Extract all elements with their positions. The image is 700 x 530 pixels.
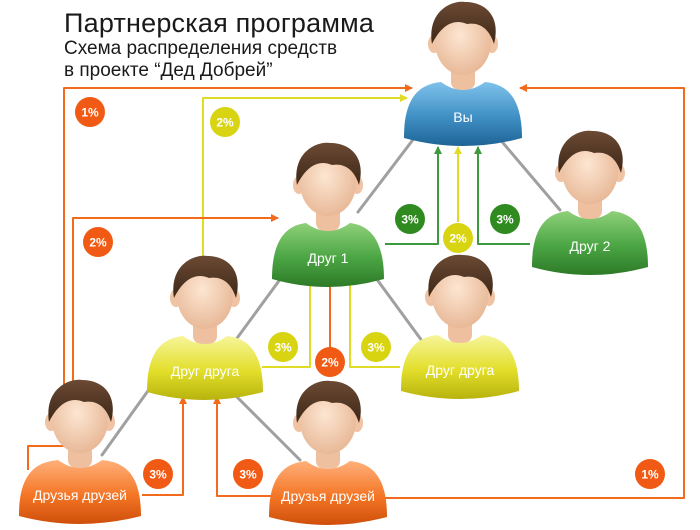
shirt-shape bbox=[147, 336, 263, 400]
badge-percent-label: 2% bbox=[89, 236, 107, 250]
percentage-badges: 1% 2% 2% 3% 2% 3% 3% 2% 3% 3% 3% 1% bbox=[75, 97, 665, 489]
badge-b-yellow-top: 2% bbox=[210, 107, 240, 137]
badge-percent-label: 3% bbox=[149, 468, 167, 482]
badge-circle bbox=[443, 223, 473, 253]
badge-b-orange-l2-center: 2% bbox=[315, 347, 345, 377]
face-shape bbox=[52, 387, 108, 453]
badge-circle bbox=[490, 204, 520, 234]
page-title: Партнерская программа bbox=[64, 8, 375, 38]
shirt-shape bbox=[19, 460, 141, 524]
arrow-ff-mid-to-you bbox=[385, 84, 685, 499]
badge-percent-label: 3% bbox=[367, 341, 385, 355]
person-friend1: Друг 1 bbox=[272, 142, 384, 287]
badge-circle bbox=[395, 204, 425, 234]
badge-circle bbox=[75, 97, 105, 127]
badge-percent-label: 2% bbox=[216, 116, 234, 130]
badge-percent-label: 2% bbox=[449, 232, 467, 246]
shirt-shape bbox=[532, 211, 648, 275]
badge-b-yellow-l2-right: 3% bbox=[361, 332, 391, 362]
badge-percent-label: 3% bbox=[274, 341, 292, 355]
badge-percent-label: 1% bbox=[641, 468, 659, 482]
header: Партнерская программа Схема распределени… bbox=[64, 8, 374, 82]
badge-b-orange-bottom-mid: 3% bbox=[233, 459, 263, 489]
connector-you-friend2 bbox=[496, 135, 562, 212]
shirt-shape bbox=[401, 335, 519, 399]
badge-percent-label: 1% bbox=[81, 106, 99, 120]
badge-circle bbox=[635, 459, 665, 489]
connector-fof-left-ff-left bbox=[100, 386, 152, 457]
badge-b-orange-bottom-left: 3% bbox=[143, 459, 173, 489]
badge-percent-label: 3% bbox=[239, 468, 257, 482]
badge-b-yellow-l2-left: 3% bbox=[268, 332, 298, 362]
hair-shape bbox=[558, 130, 623, 173]
hair-shape bbox=[173, 255, 238, 298]
badge-b-outer-right-bottom: 1% bbox=[635, 459, 665, 489]
badge-circle bbox=[361, 332, 391, 362]
badge-percent-label: 3% bbox=[496, 213, 514, 227]
badge-b-yellow-center: 2% bbox=[443, 223, 473, 253]
hair-shape bbox=[296, 142, 361, 185]
arrow-ff-left-to-fof-left bbox=[142, 396, 187, 496]
face-shape bbox=[300, 388, 356, 454]
person-label: Друг друга bbox=[426, 362, 495, 378]
badge-circle bbox=[83, 227, 113, 257]
face-shape bbox=[300, 150, 356, 216]
arrow-ff-left-to-friend1 bbox=[72, 214, 279, 385]
badge-b-green-right: 3% bbox=[490, 204, 520, 234]
person-label: Друг друга bbox=[171, 363, 240, 379]
connector-you-friend1 bbox=[356, 135, 417, 214]
face-shape bbox=[562, 138, 618, 204]
arrow-fof-left-to-you bbox=[202, 94, 408, 262]
person-label: Друг 1 bbox=[308, 250, 349, 266]
page-subtitle-line1: Схема распределения средств bbox=[64, 38, 338, 59]
hair-shape bbox=[48, 379, 113, 422]
arrow-fof-right-to-friend1 bbox=[346, 271, 400, 368]
hair-shape bbox=[428, 254, 493, 297]
person-you: Вы bbox=[404, 1, 522, 146]
shirt-shape bbox=[272, 223, 384, 287]
person-fof-right: Друг друга bbox=[401, 254, 519, 399]
badge-b-orange-left-mid: 2% bbox=[83, 227, 113, 257]
person-friend2: Друг 2 bbox=[532, 130, 648, 275]
page-subtitle-line2: в проекте “Дед Добрей” bbox=[64, 60, 273, 81]
hair-shape bbox=[296, 380, 361, 423]
badge-circle bbox=[233, 459, 263, 489]
badge-b-green-left: 3% bbox=[395, 204, 425, 234]
hair-shape bbox=[431, 1, 496, 44]
person-label: Друзья друзей bbox=[281, 488, 375, 504]
badge-circle bbox=[268, 332, 298, 362]
person-fof-left: Друг друга bbox=[147, 255, 263, 400]
arrow-friend2-to-you bbox=[474, 146, 530, 245]
person-ff-mid: Друзья друзей bbox=[269, 380, 387, 525]
arrow-ff-mid-to-fof-left bbox=[213, 396, 272, 497]
face-shape bbox=[435, 9, 491, 75]
face-shape bbox=[432, 262, 488, 328]
shirt-shape bbox=[404, 82, 522, 146]
person-label: Вы bbox=[453, 109, 472, 125]
badge-percent-label: 3% bbox=[401, 213, 419, 227]
face-shape bbox=[177, 263, 233, 329]
badge-b-outer-left-top: 1% bbox=[75, 97, 105, 127]
connector-fof-left-ff-mid bbox=[226, 386, 302, 462]
badge-circle bbox=[143, 459, 173, 489]
badge-percent-label: 2% bbox=[321, 356, 339, 370]
shirt-shape bbox=[269, 461, 387, 525]
person-label: Друг 2 bbox=[570, 238, 611, 254]
badge-circle bbox=[315, 347, 345, 377]
arrow-friend1-to-you bbox=[385, 146, 442, 245]
arrow-fof-left-to-friend1 bbox=[262, 271, 314, 368]
person-ff-left: Друзья друзей bbox=[19, 379, 141, 524]
badge-circle bbox=[210, 107, 240, 137]
person-label: Друзья друзей bbox=[33, 487, 127, 503]
